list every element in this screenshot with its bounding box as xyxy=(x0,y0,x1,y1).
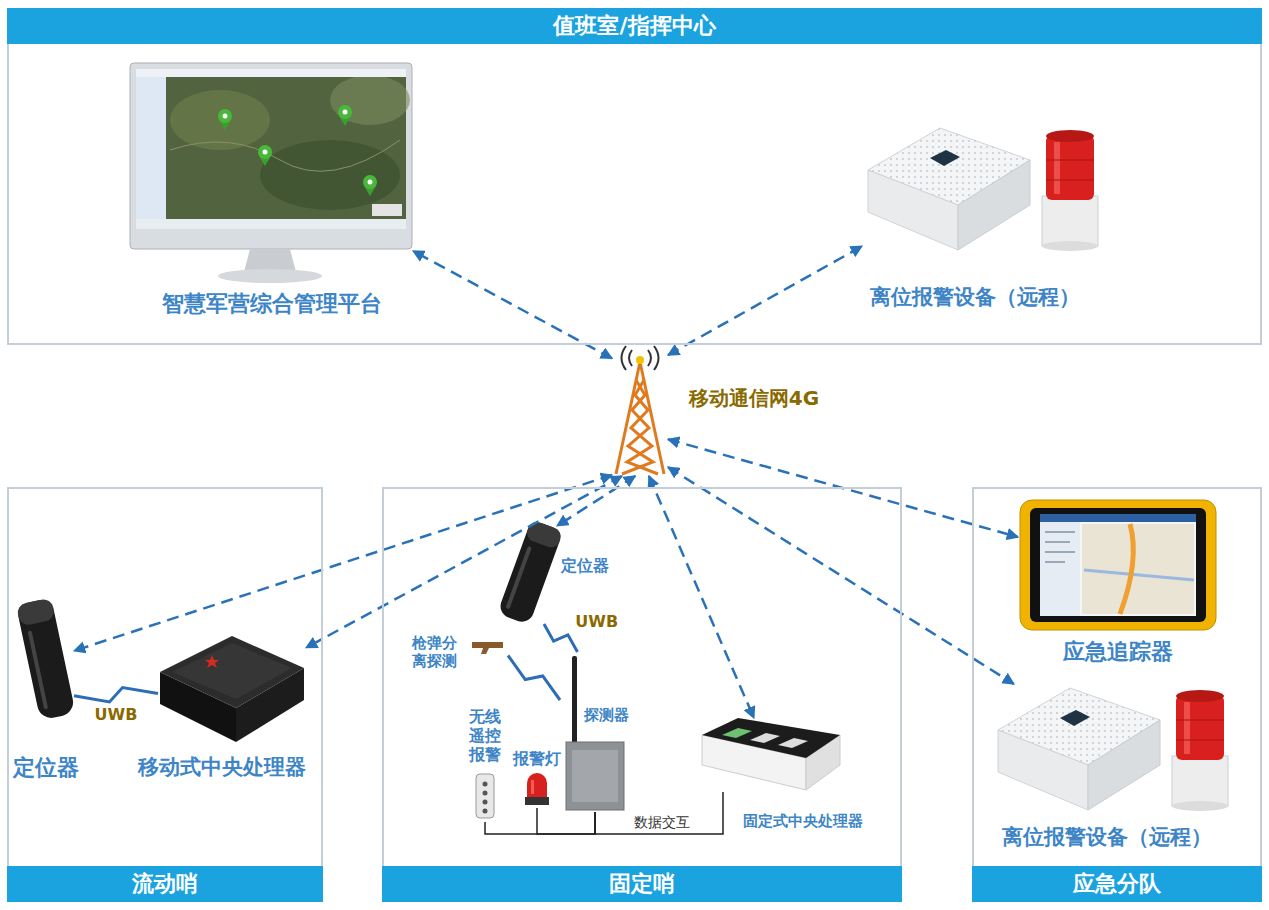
wireless-link xyxy=(74,688,158,702)
data-wire xyxy=(595,792,723,834)
device-caption: 移动式中央处理器 xyxy=(138,755,306,780)
device-caption: 无线 遥控 报警 xyxy=(467,707,503,765)
remote-alarm-device: 离位报警设备（远程） xyxy=(998,684,1234,812)
emergency-tracker: 应急追踪器 xyxy=(1018,498,1218,632)
detector: 探测器 xyxy=(560,652,630,812)
network-link xyxy=(306,476,622,648)
cell-tower: 移动通信网4G xyxy=(612,352,668,476)
network-link xyxy=(413,251,612,358)
edge-label: UWB xyxy=(572,612,621,631)
device-caption: 枪弹分 离探测 xyxy=(409,634,459,670)
locator: 定位器 xyxy=(505,518,557,624)
locator-picture xyxy=(497,519,563,625)
mobile-post-panel: 流动哨定位器移动式中央处理器 xyxy=(7,487,323,902)
fixed-processor-picture xyxy=(702,718,840,790)
command-center-panel: 值班室/指挥中心智慧军营综合管理平台离位报警设备（远程） xyxy=(7,8,1262,345)
fixed-post-panel: 固定哨定位器枪弹分 离探测探测器无线 遥控 报警报警灯固定式中央处理器 xyxy=(382,487,902,902)
device-caption: 智慧军营综合管理平台 xyxy=(162,291,382,317)
gun-picture xyxy=(472,642,503,654)
data-wire xyxy=(537,808,595,834)
management-platform: 智慧军营综合管理平台 xyxy=(128,63,413,285)
panel-footer: 流动哨 xyxy=(7,866,323,902)
network-link xyxy=(557,476,635,526)
processor-picture xyxy=(160,636,304,742)
device-caption: 报警灯 xyxy=(513,749,561,768)
mobile-processor: 移动式中央处理器 xyxy=(158,632,306,744)
alarm-picture xyxy=(868,128,1098,251)
gun-ammo-sensor: 枪弹分 离探测 xyxy=(408,628,508,678)
monitor-picture xyxy=(130,63,412,283)
network-link xyxy=(668,467,1014,684)
edge-label: UWB xyxy=(92,705,141,724)
data-wire xyxy=(485,812,595,834)
device-caption: 应急追踪器 xyxy=(1063,639,1173,665)
device-caption: 离位报警设备（远程） xyxy=(870,285,1080,310)
tower-picture xyxy=(616,346,664,474)
network-link xyxy=(74,475,612,651)
fixed-processor: 固定式中央处理器 xyxy=(700,718,840,792)
wireless-remote-alarm: 无线 遥控 报警 xyxy=(465,704,505,822)
panel-footer: 固定哨 xyxy=(382,866,902,902)
edge-label: 数据交互 xyxy=(631,814,693,831)
locator-picture xyxy=(16,598,76,721)
panel-header: 值班室/指挥中心 xyxy=(7,8,1262,44)
emergency-team-panel: 应急分队 应急追踪器离位报警设备（远程） xyxy=(972,487,1262,902)
network-link xyxy=(668,246,862,355)
tablet-picture xyxy=(1020,500,1216,630)
device-caption: 固定式中央处理器 xyxy=(743,812,863,830)
wireless-link xyxy=(508,656,560,701)
device-caption: 定位器 xyxy=(561,556,609,575)
panel-footer: 应急分队 xyxy=(972,866,1262,902)
locator: 定位器 xyxy=(18,596,74,724)
alarm-picture xyxy=(998,688,1228,811)
lamp-picture xyxy=(525,773,549,805)
remote-alarm-device: 离位报警设备（远程） xyxy=(862,125,1102,253)
remote-picture xyxy=(476,774,494,818)
detector-picture xyxy=(566,656,624,810)
device-caption: 移动通信网4G xyxy=(689,386,819,410)
device-caption: 离位报警设备（远程） xyxy=(1002,825,1212,850)
device-caption: 定位器 xyxy=(13,755,79,781)
alarm-lamp: 报警灯 xyxy=(512,748,562,808)
device-caption: 探测器 xyxy=(584,706,629,724)
network-link xyxy=(668,439,1018,537)
